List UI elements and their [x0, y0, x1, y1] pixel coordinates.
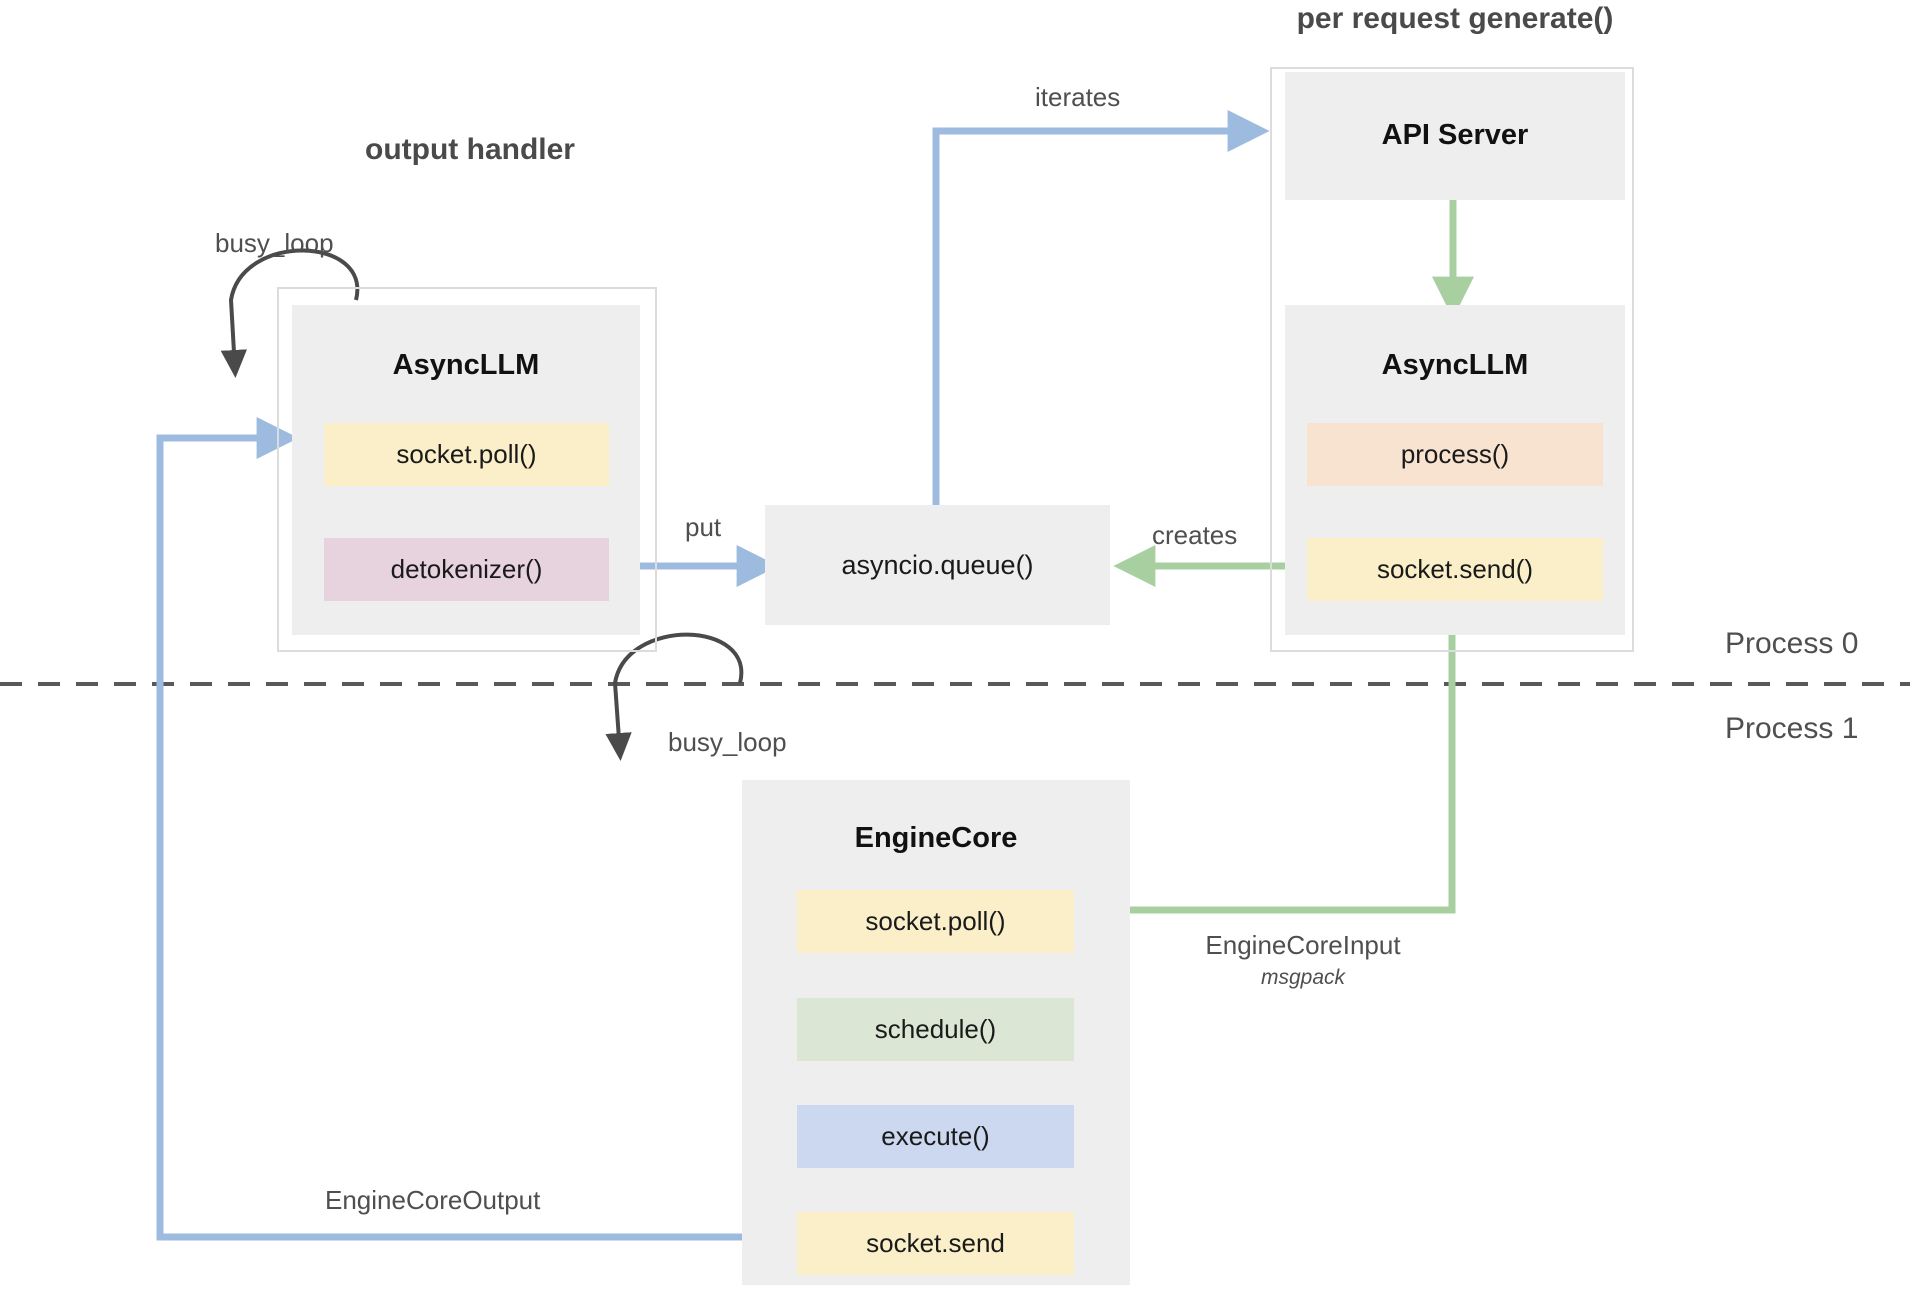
creates-label: creates [1152, 520, 1238, 550]
process-label-bottom: Process 1 [1725, 712, 1859, 745]
api-server-title: API Server [1381, 119, 1529, 151]
async-llm-right-box[interactable]: AsyncLLM process() socket.send() [1285, 305, 1625, 635]
async-llm-right-title: AsyncLLM [1381, 349, 1529, 381]
chip-detokenizer-label: detokenizer() [390, 554, 543, 584]
async-llm-left-title: AsyncLLM [392, 349, 540, 381]
chip-schedule[interactable]: schedule() [797, 998, 1074, 1061]
chip-schedule-label: schedule() [874, 1014, 997, 1044]
chip-engine-socket-poll-label: socket.poll() [865, 906, 1006, 936]
iterates-label: iterates [1035, 82, 1121, 112]
iterates-arrow [932, 110, 1270, 505]
engine-core-input-format-label: msgpack [1260, 966, 1346, 989]
per-request-generate-container [1270, 67, 1634, 652]
asyncio-queue-node[interactable]: asyncio.queue() [765, 505, 1110, 625]
chip-socket-send-right-label: socket.send() [1376, 554, 1534, 584]
process-label-top: Process 0 [1725, 627, 1859, 660]
chip-socket-poll-left-label: socket.poll() [396, 439, 537, 469]
chip-detokenizer[interactable]: detokenizer() [324, 538, 609, 601]
busy-loop-label-top: busy_loop [215, 228, 334, 258]
engine-core-output-label: EngineCoreOutput [325, 1185, 541, 1215]
chip-process-label: process() [1400, 439, 1510, 469]
chip-socket-poll-left[interactable]: socket.poll() [324, 423, 609, 486]
engine-core-input-label: EngineCoreInput [1205, 930, 1401, 960]
asyncio-queue-label: asyncio.queue() [841, 549, 1034, 580]
chip-engine-socket-send[interactable]: socket.send [797, 1212, 1074, 1275]
async-llm-left-box[interactable]: AsyncLLM socket.poll() detokenizer() [292, 305, 640, 635]
chip-socket-send-right[interactable]: socket.send() [1307, 538, 1603, 601]
chip-process[interactable]: process() [1307, 423, 1603, 486]
output-handler-container [277, 287, 657, 652]
engine-core-box[interactable]: EngineCore socket.poll() schedule() exec… [742, 780, 1130, 1285]
engine-core-title: EngineCore [854, 822, 1018, 854]
chip-execute[interactable]: execute() [797, 1105, 1074, 1168]
busy-loop-label-bottom: busy_loop [668, 727, 787, 757]
put-label: put [685, 512, 722, 542]
group-title-per-request-generate: per request generate() [1296, 2, 1614, 35]
chip-execute-label: execute() [881, 1121, 990, 1151]
api-server-box[interactable]: API Server [1285, 72, 1625, 200]
chip-engine-socket-poll[interactable]: socket.poll() [797, 890, 1074, 953]
chip-engine-socket-send-label: socket.send [866, 1228, 1005, 1258]
group-title-output-handler: output handler [365, 133, 575, 166]
